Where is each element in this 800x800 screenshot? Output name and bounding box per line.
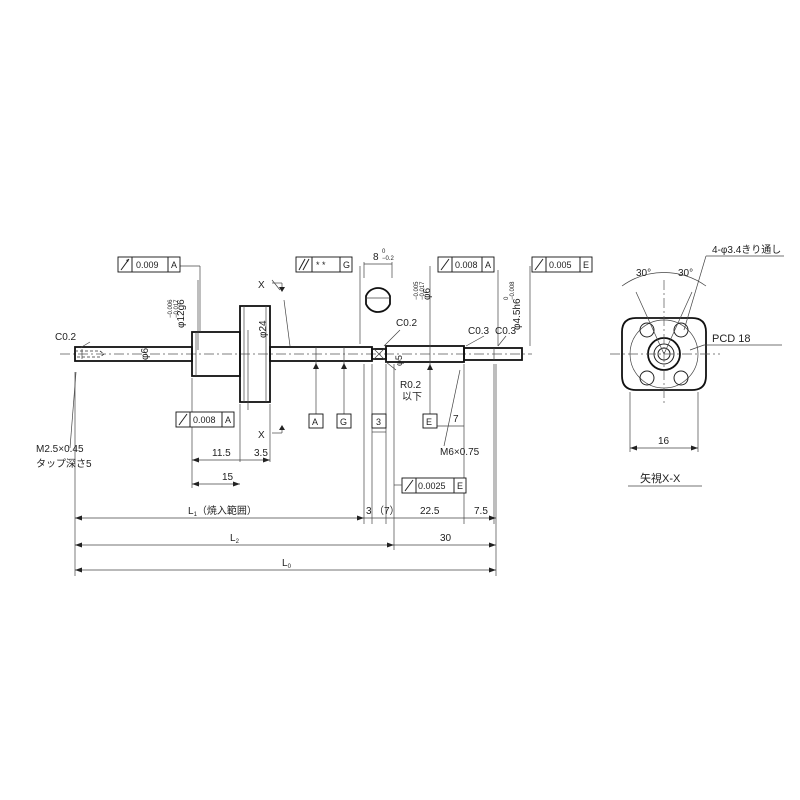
dimension-texts: 11.5 3.5 15 7 L1（焼入範囲） 3 （7） 22.5 7.5 L2… <box>188 414 488 570</box>
dim-11-5: 11.5 <box>212 448 231 459</box>
tol-12-upper: −0.006 <box>168 299 174 318</box>
fcf2-value: * * <box>316 260 326 270</box>
key-width: 8 <box>373 252 379 263</box>
dim-l1: L1（焼入範囲） <box>188 504 257 518</box>
tol-45-upper: 0 <box>504 296 510 300</box>
dim-l2: L2 <box>230 533 240 545</box>
fcf5-value: 0.005 <box>549 260 572 270</box>
fcf-runout-3: 0.008 A <box>175 411 235 428</box>
datum-a: A <box>312 417 318 427</box>
bolt-hole-3 <box>639 370 655 386</box>
dim-3-5: 3.5 <box>254 448 268 459</box>
c03-b: C0.3 <box>495 326 517 337</box>
fcf2-datum: G <box>343 260 350 270</box>
extension-lines <box>74 364 497 576</box>
dim-3-top: 3 <box>376 417 381 427</box>
width-16: 16 <box>658 436 670 447</box>
c03-a: C0.3 <box>468 326 490 337</box>
dia-6-right: φ6 <box>422 288 433 300</box>
fcf1-value: 0.009 <box>136 260 159 270</box>
tol-6-lower: −0.017 <box>420 281 426 300</box>
section-x-upper: X <box>258 280 265 291</box>
annotations: C0.2 M2.5×0.45 タップ深さ5 φ6 φ12g6 −0.006 −0… <box>36 249 523 470</box>
holes-note: 4-φ3.4きり通し <box>712 244 781 256</box>
fcf4-datum: A <box>485 260 491 270</box>
m6: M6×0.75 <box>440 447 480 458</box>
fcf3-datum: A <box>225 415 231 425</box>
angle-left: 30° <box>636 268 651 279</box>
end-view-text: 30° 30° 4-φ3.4きり通し PCD 18 16 矢視X-X <box>628 244 781 487</box>
shaft-view <box>60 305 532 403</box>
tol-6-upper: −0.005 <box>414 281 420 300</box>
fcf-runout-2: * * G <box>295 256 353 273</box>
angle-right: 30° <box>678 268 693 279</box>
dimension-lines <box>75 425 496 573</box>
dim-22-5: 22.5 <box>420 506 440 517</box>
dia-6-left: φ6 <box>140 348 151 360</box>
keyway-section <box>363 262 393 313</box>
dia-5: φ5 <box>394 355 404 366</box>
bolt-hole-4 <box>673 370 689 386</box>
fcf4-value: 0.008 <box>455 260 478 270</box>
view-title: 矢視X-X <box>640 471 681 485</box>
fcf-runout-4: 0.008 A <box>437 256 495 273</box>
dim-7-5: 7.5 <box>474 506 488 517</box>
dim-15: 15 <box>222 472 234 483</box>
key-tol-upper: 0 <box>382 249 386 255</box>
fcf5-datum: E <box>583 260 589 270</box>
fcf-runout-5: 0.005 E <box>531 256 593 273</box>
tapped-hole <box>75 350 105 358</box>
fcf3-value: 0.008 <box>193 415 216 425</box>
dim-l0: L0 <box>282 558 292 570</box>
section-arrows <box>272 282 285 434</box>
key-tol-lower: −0.2 <box>382 256 395 262</box>
c02-left: C0.2 <box>55 332 77 343</box>
end-view <box>610 255 784 452</box>
pcd-note: PCD 18 <box>712 333 751 345</box>
dia-45h6: φ4.5h6 <box>512 298 523 330</box>
datum-g: G <box>340 417 347 427</box>
datum-boxes: A G E 3 <box>308 413 438 429</box>
r02-sub: 以下 <box>402 392 422 403</box>
fcf-runout-6: 0.0025 E <box>394 477 467 494</box>
r02: R0.2 <box>400 380 422 391</box>
tap-note: M2.5×0.45 <box>36 444 84 455</box>
fcf6-value: 0.0025 <box>418 481 446 491</box>
tap-depth-note: タップ深さ5 <box>36 458 92 470</box>
fcf6-datum: E <box>457 481 463 491</box>
fcf1-datum: A <box>171 260 177 270</box>
fcf-runout-1: 0.009 A <box>117 256 181 273</box>
dim-3: 3 <box>366 506 372 517</box>
thread-end <box>463 347 523 361</box>
neck-cross-b <box>372 347 386 361</box>
tol-12-lower: −0.017 <box>174 299 180 318</box>
dim-7-paren: （7） <box>374 505 400 517</box>
dim-7-small: 7 <box>453 414 459 425</box>
section-x-lower: X <box>258 430 265 441</box>
datum-attachments <box>313 361 433 414</box>
bolt-hole-1 <box>639 322 655 338</box>
flange-outline <box>621 317 707 391</box>
tol-45-lower: −0.008 <box>510 281 516 300</box>
dim-30: 30 <box>440 533 452 544</box>
datum-e: E <box>426 417 432 427</box>
bolt-hole-2 <box>673 322 689 338</box>
c02-right: C0.2 <box>396 318 418 329</box>
leader-lines <box>69 265 531 449</box>
dia-12g6: φ12g6 <box>176 299 187 328</box>
dia-24: φ24 <box>258 320 269 338</box>
